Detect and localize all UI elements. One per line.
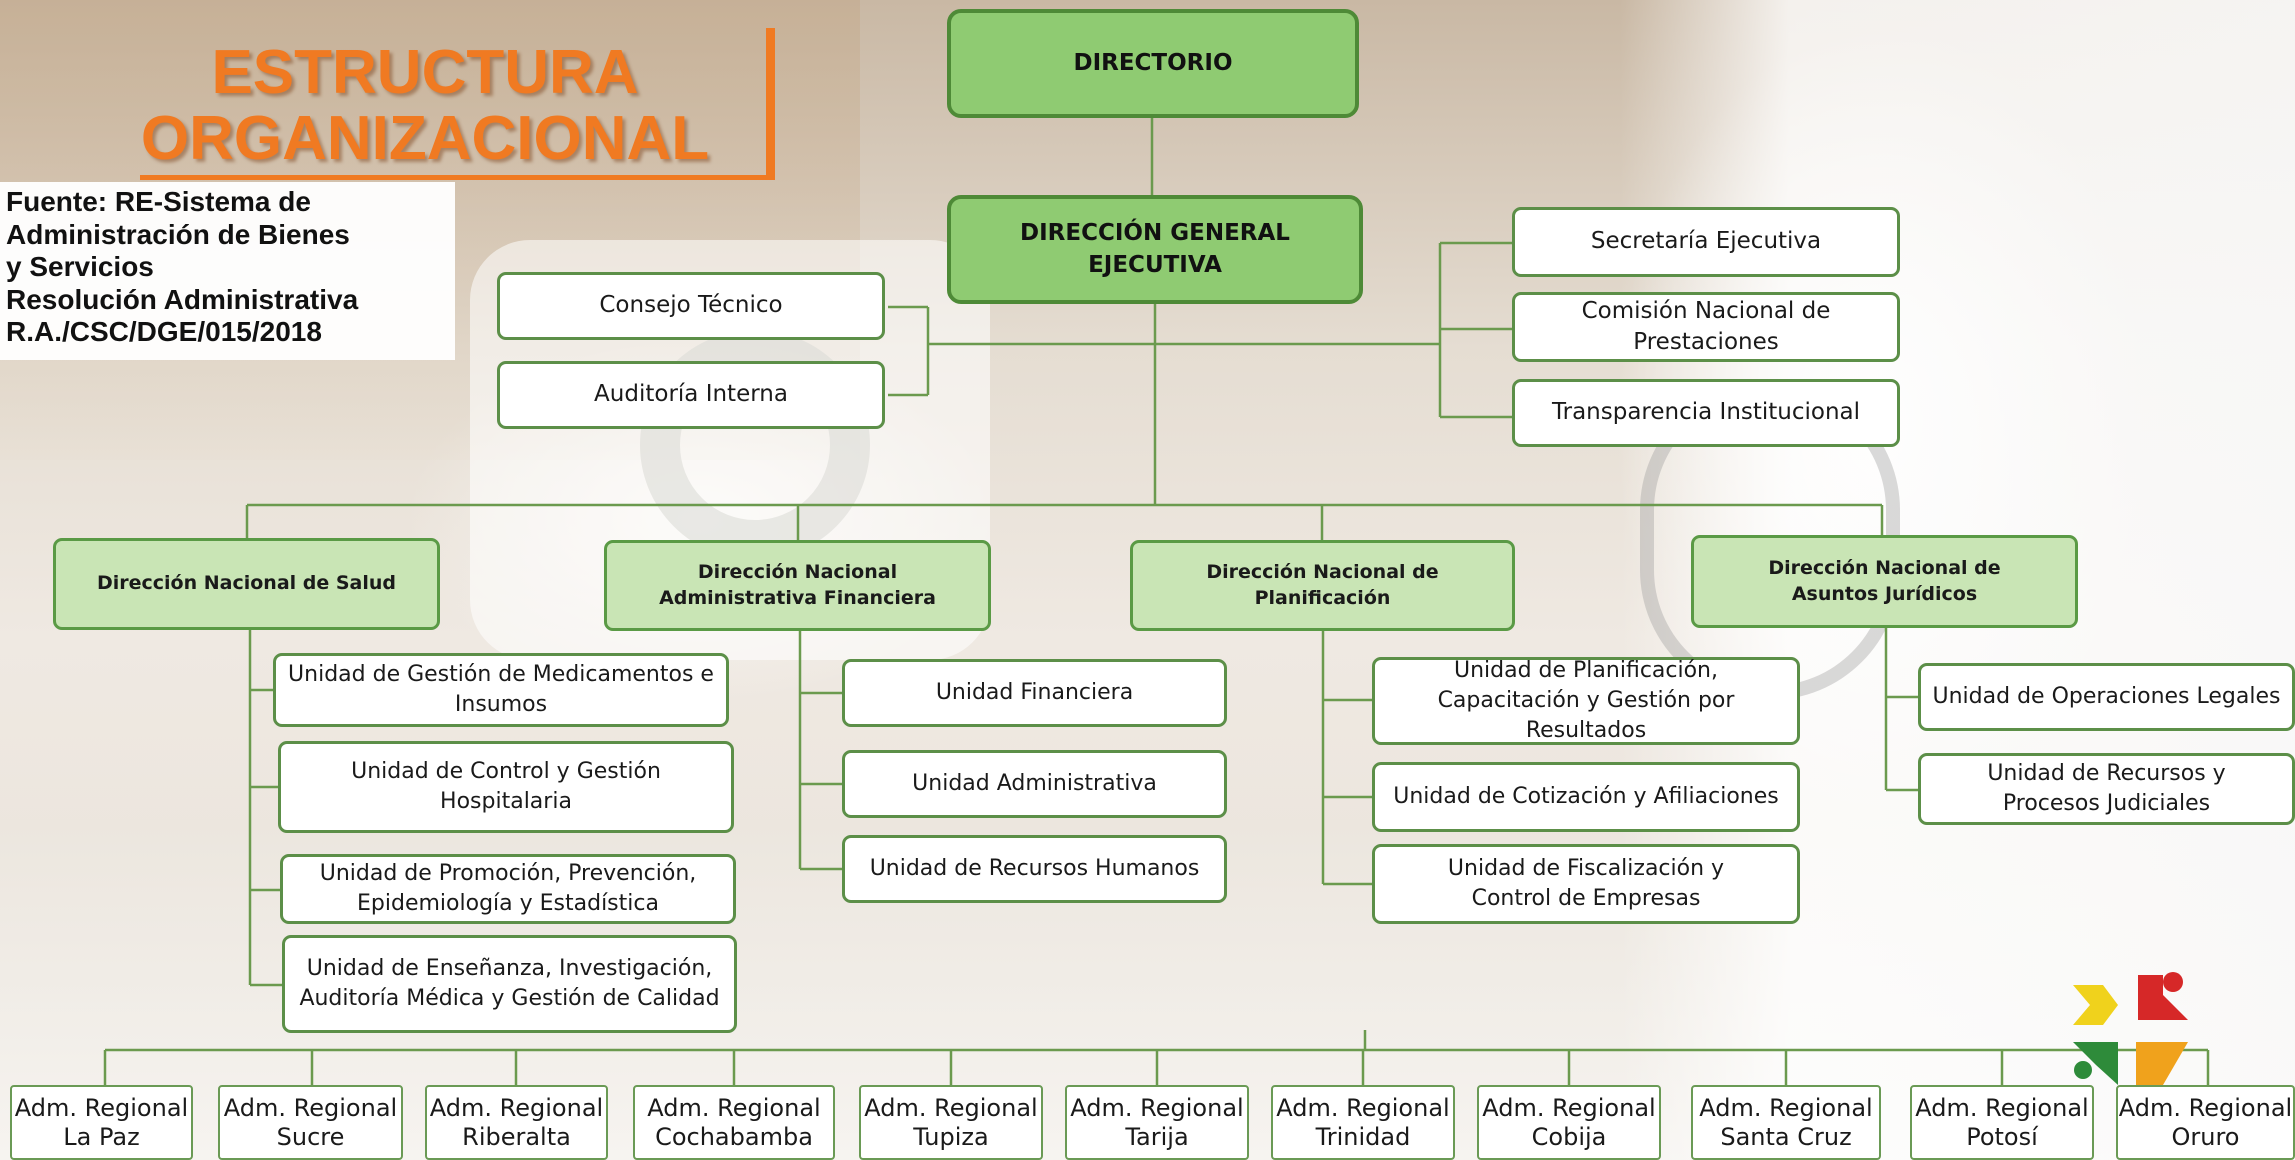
node-regional-riberalta: Adm. Regional Riberalta [425, 1085, 608, 1160]
node-label: Dirección Nacional de Planificación [1206, 560, 1439, 609]
node-label: Unidad de Recursos Humanos [869, 856, 1200, 882]
node-label-line1: DIRECCIÓN GENERAL [1020, 220, 1290, 247]
node-label: Unidad de Recursos y Procesos Judiciales [1987, 761, 2226, 816]
node-auditoria-interna: Auditoría Interna [497, 361, 885, 429]
node-regional-santa-cruz: Adm. Regional Santa Cruz [1691, 1085, 1881, 1160]
node-regional-la-paz: Adm. Regional La Paz [10, 1085, 193, 1160]
regional-prefix: Adm. Regional [429, 1093, 604, 1122]
regional-name: Cochabamba [655, 1122, 813, 1151]
node-unit-operaciones-legales: Unidad de Operaciones Legales [1918, 663, 2295, 731]
node-label: DIRECTORIO [1073, 49, 1233, 76]
node-secretaria-ejecutiva: Secretaría Ejecutiva [1512, 207, 1900, 277]
node-regional-sucre: Adm. Regional Sucre [218, 1085, 403, 1160]
node-direccion-administrativa: Dirección Nacional Administrativa Financ… [604, 540, 991, 631]
node-label-line2: EJECUTIVA [1088, 251, 1222, 278]
node-label: Unidad de Promoción, Prevención, Epidemi… [319, 861, 697, 916]
regional-prefix: Adm. Regional [864, 1093, 1038, 1122]
node-direccion-general: DIRECCIÓN GENERAL EJECUTIVA [947, 195, 1363, 304]
source-line: R.A./CSC/DGE/015/2018 [6, 316, 322, 347]
regional-name: Sucre [276, 1122, 345, 1151]
regional-prefix: Adm. Regional [647, 1093, 821, 1122]
regional-prefix: Adm. Regional [1699, 1093, 1873, 1122]
node-label: Unidad Administrativa [912, 771, 1157, 797]
node-unit-cotizacion: Unidad de Cotización y Afiliaciones [1372, 762, 1800, 832]
node-unit-promocion: Unidad de Promoción, Prevención, Epidemi… [280, 854, 736, 924]
node-label: Unidad de Planificación, Capacitación y … [1437, 658, 1735, 743]
node-regional-tarija: Adm. Regional Tarija [1065, 1085, 1249, 1160]
regional-name: Cobija [1531, 1122, 1607, 1151]
regional-name: Oruro [2171, 1122, 2240, 1151]
institution-logo [2073, 972, 2188, 1085]
regional-prefix: Adm. Regional [2118, 1093, 2293, 1122]
node-label: Dirección Nacional de Asuntos Jurídicos [1768, 556, 2001, 605]
source-line: Resolución Administrativa [6, 283, 359, 315]
title-accent-bar-vertical [766, 28, 775, 178]
node-direccion-salud: Dirección Nacional de Salud [53, 538, 440, 630]
source-note: Fuente: RE-Sistema de Administración de … [0, 182, 455, 360]
regional-name: Tarija [1125, 1122, 1189, 1151]
node-transparencia-institucional: Transparencia Institucional [1512, 379, 1900, 447]
regional-prefix: Adm. Regional [1482, 1093, 1656, 1122]
source-line: Administración de Bienes [6, 218, 350, 250]
node-unit-planificacion: Unidad de Planificación, Capacitación y … [1372, 657, 1800, 745]
node-label: Unidad de Operaciones Legales [1932, 684, 2281, 710]
page-title: ESTRUCTURA ORGANIZACIONAL [95, 40, 755, 172]
regional-prefix: Adm. Regional [1915, 1093, 2089, 1122]
source-line: Fuente: RE-Sistema de [6, 186, 311, 217]
node-comision-nacional: Comisión Nacional de Prestaciones [1512, 292, 1900, 362]
regional-prefix: Adm. Regional [223, 1093, 398, 1122]
node-label: Unidad Financiera [935, 680, 1134, 706]
node-label: Transparencia Institucional [1551, 399, 1861, 426]
node-label: Unidad de Gestión de Medicamentos e Insu… [288, 662, 714, 717]
regional-name: Potosí [1966, 1122, 2038, 1151]
node-label: Unidad de Fiscalización y Control de Emp… [1447, 856, 1725, 911]
node-label: Auditoría Interna [594, 381, 788, 408]
regional-name: Riberalta [462, 1122, 571, 1151]
node-regional-oruro: Adm. Regional Oruro [2116, 1085, 2295, 1160]
node-unit-fiscalizacion: Unidad de Fiscalización y Control de Emp… [1372, 844, 1800, 924]
node-regional-tupiza: Adm. Regional Tupiza [859, 1085, 1043, 1160]
node-label: Unidad de Control y Gestión Hospitalaria [351, 759, 661, 814]
node-label: Dirección Nacional de Salud [96, 572, 397, 595]
node-unit-financiera: Unidad Financiera [842, 659, 1227, 727]
node-unit-control-hospitalaria: Unidad de Control y Gestión Hospitalaria [278, 741, 734, 833]
node-label: Unidad de Cotización y Afiliaciones [1393, 784, 1779, 810]
node-label: Dirección Nacional Administrativa Financ… [659, 560, 936, 609]
node-unit-administrativa: Unidad Administrativa [842, 750, 1227, 818]
node-label: Unidad de Enseñanza, Investigación, Audi… [299, 956, 720, 1011]
regional-name: Santa Cruz [1720, 1122, 1852, 1151]
regional-prefix: Adm. Regional [1276, 1093, 1450, 1122]
regional-prefix: Adm. Regional [1070, 1093, 1244, 1122]
node-unit-ensenanza: Unidad de Enseñanza, Investigación, Audi… [282, 935, 737, 1033]
regional-name: Trinidad [1315, 1122, 1411, 1151]
node-regional-cobija: Adm. Regional Cobija [1477, 1085, 1661, 1160]
node-label: Secretaría Ejecutiva [1590, 228, 1822, 255]
page-title-line2: ORGANIZACIONAL [140, 104, 710, 173]
node-unit-recursos-humanos: Unidad de Recursos Humanos [842, 835, 1227, 903]
node-regional-cochabamba: Adm. Regional Cochabamba [633, 1085, 835, 1160]
node-direccion-planificacion: Dirección Nacional de Planificación [1130, 540, 1515, 631]
source-line: y Servicios [6, 251, 154, 282]
regional-prefix: Adm. Regional [14, 1093, 189, 1122]
node-unit-recursos-procesos: Unidad de Recursos y Procesos Judiciales [1918, 753, 2295, 825]
node-unit-medicamentos: Unidad de Gestión de Medicamentos e Insu… [273, 653, 729, 727]
node-regional-trinidad: Adm. Regional Trinidad [1271, 1085, 1455, 1160]
page-title-line1: ESTRUCTURA [211, 38, 639, 107]
node-consejo-tecnico: Consejo Técnico [497, 272, 885, 340]
regional-name: La Paz [63, 1122, 140, 1151]
title-accent-bar-horizontal [140, 175, 775, 180]
regional-name: Tupiza [913, 1122, 989, 1151]
node-label: Consejo Técnico [599, 292, 783, 319]
node-label: Comisión Nacional de Prestaciones [1581, 297, 1831, 355]
node-regional-potosi: Adm. Regional Potosí [1910, 1085, 2094, 1160]
node-directorio: DIRECTORIO [947, 9, 1359, 118]
node-direccion-juridicos: Dirección Nacional de Asuntos Jurídicos [1691, 535, 2078, 628]
